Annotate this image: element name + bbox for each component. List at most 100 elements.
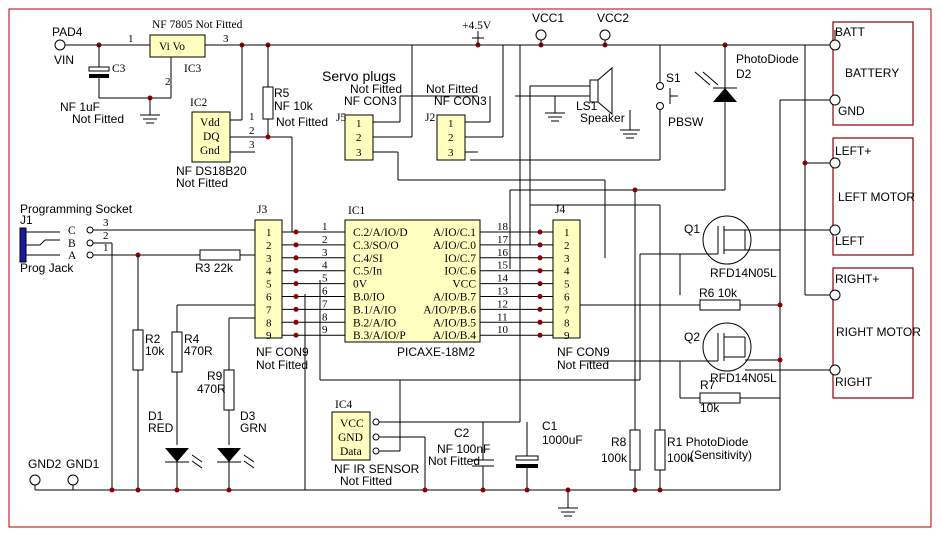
q1-part: RFD14N05L — [710, 266, 777, 280]
j5-pin2: 2 — [356, 132, 362, 144]
j2-pin1: 1 — [448, 118, 454, 130]
r8-value: 100k — [601, 451, 628, 465]
ic1-left-pin-5: 0V — [353, 279, 368, 291]
d3-color: GRN — [240, 421, 267, 435]
speaker-label: Speaker — [580, 111, 625, 125]
picaxe-ic1 — [344, 219, 481, 343]
prog-title: Programming Socket — [20, 202, 133, 216]
battery-neg: GND — [838, 104, 865, 118]
ic1-left-pin-7: B.1/A/IO — [353, 304, 396, 316]
vcc2-label: VCC2 — [597, 11, 629, 25]
j4-junction-9 — [537, 332, 543, 338]
resistor-r1 — [654, 429, 666, 490]
c1-value: 1000uF — [542, 433, 583, 447]
ic2-pin-vdd: Vdd — [200, 117, 220, 129]
regulator-ref: IC3 — [184, 63, 202, 75]
ic1-j4-wires — [480, 229, 553, 338]
r9-ref: R9 — [207, 369, 223, 383]
r4-value: 470R — [184, 344, 213, 358]
prog-pin-a: A — [68, 250, 77, 262]
j2-pin3: 3 — [448, 147, 454, 159]
c2-ref: C2 — [454, 426, 470, 440]
ic4-pin-vcc: VCC — [340, 418, 364, 430]
j4-junction-3 — [537, 255, 543, 261]
j5-pin1: 1 — [356, 118, 362, 130]
j4-pin-5: 5 — [564, 279, 570, 291]
connector-j5 — [344, 45, 478, 180]
ground-rail — [29, 474, 780, 517]
prog-num2: 2 — [103, 230, 109, 242]
ic1-right-num-3: 16 — [497, 247, 509, 259]
ic2-pin-gnd: Gnd — [200, 145, 220, 157]
capacitor-c2 — [472, 422, 494, 490]
j4-pin-8: 8 — [564, 317, 570, 329]
led-d1 — [165, 448, 203, 490]
prog-jack-label: Prog Jack — [20, 261, 74, 275]
j2-ref: J2 — [425, 112, 435, 124]
d1-ref: D1 — [148, 409, 164, 423]
c3-ref: C3 — [112, 63, 126, 75]
regulator-pin2: 2 — [165, 76, 171, 88]
ic4-ref: IC4 — [335, 399, 353, 411]
prog-num1: 1 — [103, 242, 109, 254]
j4-junction-5 — [537, 281, 543, 287]
resistor-r4 — [171, 304, 255, 445]
ic1-pin-labels: C.2/A/IO/D1C.3/SO/O2C.4/SI3C.5/In40V5B.0… — [322, 221, 509, 342]
ic1-left-num-2: 2 — [322, 234, 328, 246]
ic1-left-pin-4: C.5/In — [353, 266, 382, 278]
j4-pin-3: 3 — [564, 253, 570, 265]
j3-pin-2: 2 — [266, 240, 272, 252]
gnd2-label: GND2 — [28, 457, 62, 471]
ic1-right-pin-9: A/IO/B.4 — [433, 330, 476, 342]
capacitor-c3 — [88, 45, 160, 124]
c1-ref: C1 — [542, 419, 558, 433]
j3-junction-5 — [293, 281, 299, 287]
r1-label: R1 PhotoDiode — [667, 435, 749, 449]
j4-pin-9: 9 — [564, 330, 570, 342]
ic1-left-num-7: 7 — [322, 298, 328, 310]
ic1-right-num-2: 17 — [497, 234, 509, 246]
j4-pin-1: 1 — [564, 227, 570, 239]
j4-junction-1 — [537, 229, 543, 235]
ic1-left-num-4: 4 — [322, 260, 328, 272]
j5-note: Not Fitted — [350, 82, 402, 96]
photodiode-ref: D2 — [736, 67, 752, 81]
j4-pin-4: 4 — [564, 266, 570, 278]
r7-ref: R7 — [700, 378, 716, 392]
j3-pin-7: 7 — [266, 304, 272, 316]
vcc1-terminal — [535, 29, 547, 41]
ic1-right-pin-6: A/IO/B.7 — [433, 292, 476, 304]
r8-ref: R8 — [611, 435, 627, 449]
ic1-left-pin-3: C.4/SI — [353, 253, 383, 265]
r3-label: R3 22k — [195, 261, 234, 275]
d3-ref: D3 — [240, 409, 256, 423]
j3-junction-6 — [293, 294, 299, 299]
prog-num3: 3 — [103, 217, 109, 229]
j4-part: NF CON9 — [557, 345, 610, 359]
ic1-right-num-1: 18 — [497, 221, 509, 233]
r7-value: 10k — [700, 401, 720, 415]
j3-junction-1 — [293, 229, 299, 235]
right-motor-box — [829, 267, 914, 399]
left-motor-label: LEFT MOTOR — [838, 190, 915, 204]
ic2-num1: 1 — [249, 111, 255, 123]
ic1-right-pin-7: A/IO/P/B.6 — [423, 304, 476, 316]
regulator-body: Vi Vo — [159, 41, 185, 53]
vcc2-terminal — [599, 29, 611, 41]
r4-ref: R4 — [184, 332, 200, 346]
ic4-pin-data: Data — [340, 446, 362, 458]
ic1-right-num-5: 14 — [497, 273, 509, 285]
ic1-right-pin-3: IO/C.7 — [444, 253, 476, 265]
resistor-r7 — [680, 392, 780, 404]
j2-part: NF CON3 — [434, 94, 487, 108]
regulator-title: NF 7805 Not Fitted — [152, 19, 243, 31]
r5-ref: R5 — [274, 86, 290, 100]
resistor-r6 — [580, 299, 783, 311]
j4-junction-2 — [537, 242, 543, 248]
connector-j4 — [552, 219, 581, 339]
pad4-label: PAD4 — [52, 25, 83, 39]
j4-note: Not Fitted — [557, 358, 609, 372]
